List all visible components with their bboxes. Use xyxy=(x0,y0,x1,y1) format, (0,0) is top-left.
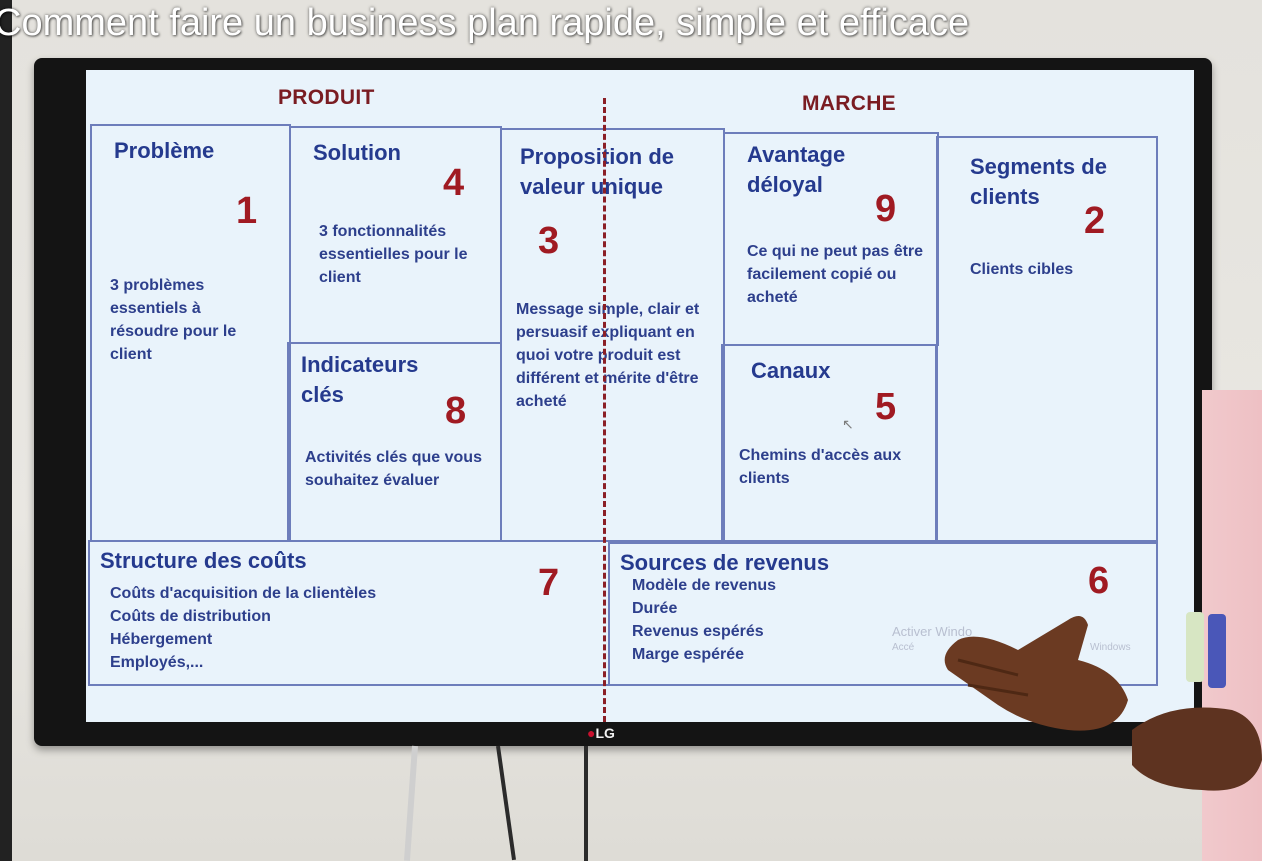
header-marche: MARCHE xyxy=(802,92,896,115)
white-cable xyxy=(403,745,418,861)
cell-number: 9 xyxy=(875,188,897,230)
revenue-item: Revenus espérés xyxy=(632,623,764,640)
cell-number: 7 xyxy=(538,562,560,604)
video-edge xyxy=(0,0,12,861)
cell-title: Proposition de valeur unique xyxy=(520,144,674,199)
cell-segments: Segments de clients 2 Clients cibles xyxy=(936,136,1158,542)
cell-title: Segments de clients xyxy=(970,154,1107,209)
cell-title: Canaux xyxy=(751,358,831,383)
cell-title: Solution xyxy=(313,140,401,165)
produit-marche-divider xyxy=(603,98,606,722)
marker-pen xyxy=(1208,614,1226,688)
cost-item: Employés,... xyxy=(110,654,204,671)
cell-description: Chemins d'accès aux clients xyxy=(739,447,902,487)
cell-indicateurs: Indicateurs clés 8 Activités clés que vo… xyxy=(287,342,502,542)
video-title: Comment faire un business plan rapide, s… xyxy=(0,2,970,44)
cell-description: Message simple, clair et persuasif expli… xyxy=(516,301,700,410)
cell-number: 4 xyxy=(443,162,465,204)
cell-number: 5 xyxy=(875,386,897,428)
tv-monitor: PRODUIT MARCHE Problème 1 3 problèmes es… xyxy=(34,58,1212,746)
presenter-second-hand xyxy=(1132,707,1262,791)
activation-watermark-sub: Accé xyxy=(892,642,915,653)
tv-cable xyxy=(496,745,516,861)
tv-cable xyxy=(584,746,588,861)
cell-number: 8 xyxy=(445,390,467,432)
cell-number: 2 xyxy=(1084,200,1106,242)
activation-watermark: Activer Windo xyxy=(892,624,973,639)
cell-description: 3 fonctionnalités essentielles pour le c… xyxy=(319,223,468,286)
cell-description: Activités clés que vous souhaitez évalue… xyxy=(305,449,482,489)
cost-item: Hébergement xyxy=(110,631,213,648)
tv-brand-logo: ●LG xyxy=(587,725,615,741)
header-produit: PRODUIT xyxy=(278,86,375,109)
cell-canaux: Canaux 5 Chemins d'accès aux clients xyxy=(721,344,937,542)
cost-item: Coûts d'acquisition de la clientèles xyxy=(110,585,377,602)
cell-number: 1 xyxy=(236,190,258,232)
cell-solution: Solution 4 3 fonctionnalités essentielle… xyxy=(289,126,502,344)
cell-avantage: Avantage déloyal 9 Ce qui ne peut pas êt… xyxy=(723,132,939,346)
lean-canvas-slide: PRODUIT MARCHE Problème 1 3 problèmes es… xyxy=(86,70,1194,722)
cell-couts: Structure des coûts 7 Coûts d'acquisitio… xyxy=(88,540,610,686)
revenue-item: Marge espérée xyxy=(632,646,745,663)
cell-revenus: Sources de revenus 6 Modèle de revenus D… xyxy=(608,542,1158,686)
cell-title: Sources de revenus xyxy=(620,550,830,575)
cell-probleme: Problème 1 3 problèmes essentiels à réso… xyxy=(90,124,291,542)
cell-description: Ce qui ne peut pas être facilement copié… xyxy=(747,243,924,306)
cell-description: Clients cibles xyxy=(970,261,1074,278)
cell-title: Avantage déloyal xyxy=(747,142,846,197)
cell-title: Indicateurs clés xyxy=(301,352,419,407)
cost-item: Coûts de distribution xyxy=(110,608,271,625)
cell-description: 3 problèmes essentiels à résoudre pour l… xyxy=(110,277,237,363)
cell-proposition: Proposition de valeur unique 3 Message s… xyxy=(500,128,725,542)
cell-number: 6 xyxy=(1088,560,1110,602)
mouse-cursor-icon: ↖ xyxy=(842,416,854,432)
presenter-hand xyxy=(944,616,1128,731)
cell-title: Structure des coûts xyxy=(100,548,307,573)
marker-pen xyxy=(1186,612,1204,682)
revenue-item: Durée xyxy=(632,600,678,617)
cell-title: Problème xyxy=(114,138,215,163)
revenue-item: Modèle de revenus xyxy=(632,577,777,594)
activation-watermark-windows: Windows xyxy=(1090,642,1131,653)
cell-number: 3 xyxy=(538,220,560,262)
